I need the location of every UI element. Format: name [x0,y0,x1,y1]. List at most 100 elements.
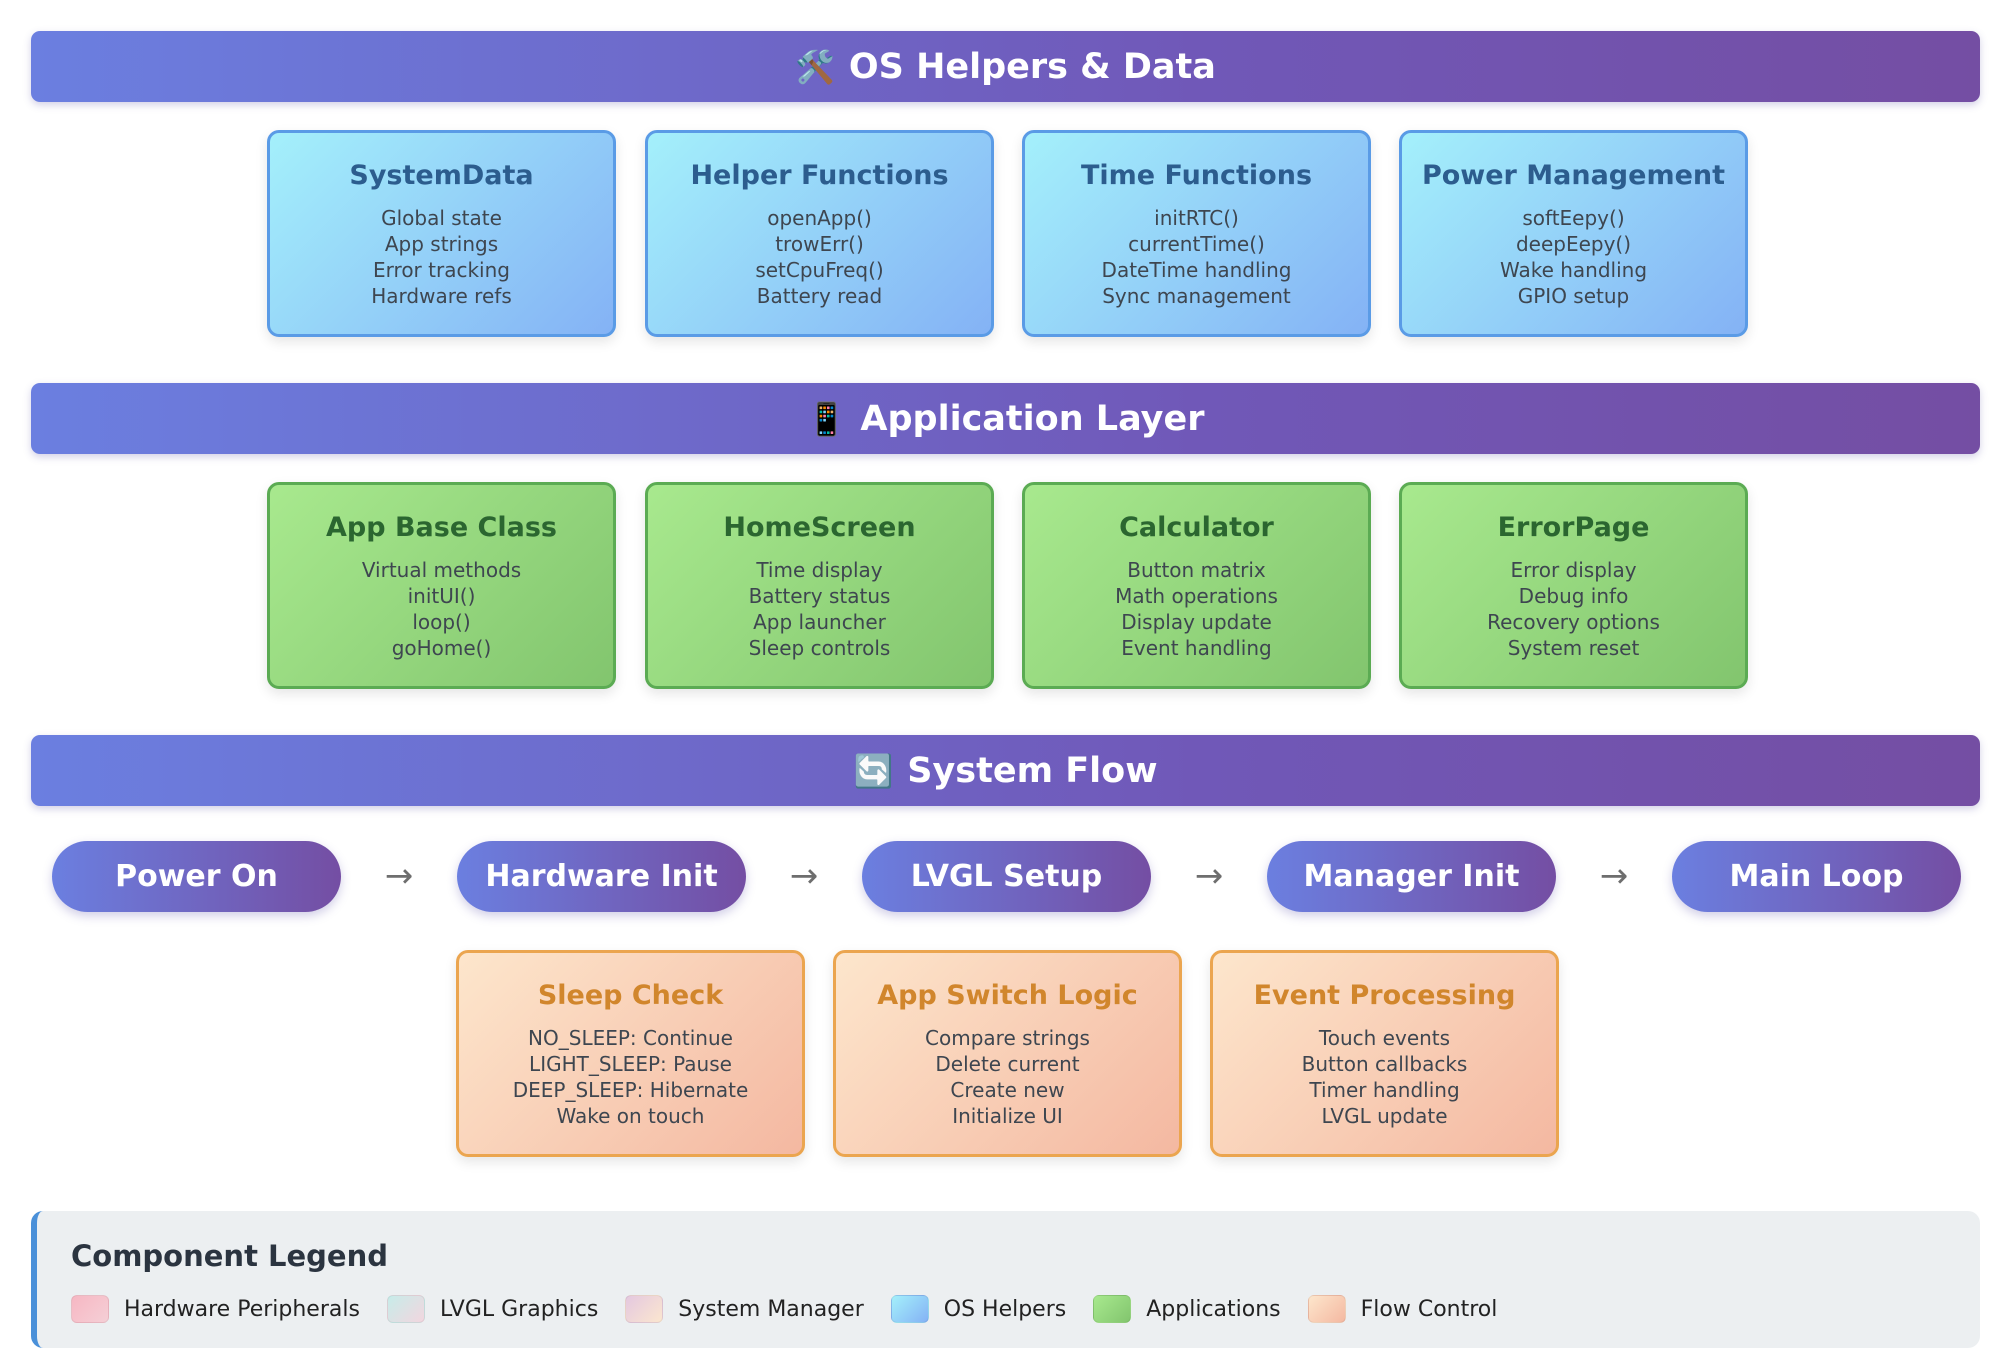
card-line: setCpuFreq() [755,258,884,282]
card-line: loop() [412,610,471,634]
card-line: App strings [384,232,499,256]
card-line: openApp() [767,206,872,230]
legend-swatch [71,1295,109,1323]
card-line: initRTC() [1154,206,1239,230]
card-line: Button matrix [1127,558,1266,582]
card-title: Calculator [1119,512,1274,543]
card-title: Time Functions [1080,160,1313,191]
card-line: Error tracking [373,258,510,282]
section-header-system-flow: 🔄 System Flow [31,735,1980,806]
card-line: Sync management [1102,284,1291,308]
card-title: Sleep Check [537,980,724,1011]
card-line: Wake handling [1499,258,1648,282]
card-line: Sleep controls [748,636,891,660]
section-title: Application Layer [860,398,1205,439]
card-line: goHome() [391,636,492,660]
flow-step-power-on: Power On [52,841,341,912]
card-line: Event handling [1121,636,1272,660]
section-title: OS Helpers & Data [848,46,1216,87]
card-line: NO_SLEEP: Continue [528,1026,733,1050]
legend-label: System Manager [678,1296,864,1322]
card-line: GPIO setup [1517,284,1630,308]
card-line: Math operations [1115,584,1278,608]
legend-swatch [1307,1295,1346,1323]
legend-title: Component Legend [71,1239,389,1273]
legend-swatch [890,1295,929,1323]
card-errorpage: ErrorPage Error display Debug info Recov… [1399,482,1748,689]
card-app-base-class: App Base Class Virtual methods initUI() … [267,482,616,689]
flow-step-lvgl-setup: LVGL Setup [862,841,1151,912]
card-line: Delete current [935,1052,1080,1076]
card-line: Recovery options [1487,610,1660,634]
flow-step-manager-init: Manager Init [1267,841,1556,912]
card-line: initUI() [407,584,476,608]
card-line: trowErr() [775,232,864,256]
card-title: Power Management [1421,160,1726,191]
card-title: Event Processing [1253,980,1516,1011]
card-line: LVGL update [1321,1104,1448,1128]
card-line: softEepy() [1522,206,1625,230]
section-title: System Flow [907,750,1158,791]
card-system-data: SystemData Global state App strings Erro… [267,130,616,337]
legend-item-flow-control: Flow Control [1307,1295,1498,1323]
card-line: currentTime() [1128,232,1265,256]
right-arrow-icon: → [789,856,819,896]
card-line: deepEepy() [1515,232,1632,256]
card-title: ErrorPage [1497,512,1650,543]
legend-label: OS Helpers [943,1296,1067,1322]
legend-swatch [386,1295,425,1323]
card-helper-functions: Helper Functions openApp() trowErr() set… [645,130,994,337]
cycle-arrows-icon: 🔄 [853,751,894,790]
card-homescreen: HomeScreen Time display Battery status A… [645,482,994,689]
legend-swatch [1093,1295,1132,1323]
card-calculator: Calculator Button matrix Math operations… [1022,482,1371,689]
right-arrow-icon: → [1194,856,1224,896]
card-line: Hardware refs [371,284,512,308]
legend-item-hardware-peripherals: Hardware Peripherals [71,1295,360,1323]
legend-label: Applications [1146,1296,1281,1322]
card-line: Create new [950,1078,1065,1102]
card-line: Global state [381,206,502,230]
legend-items: Hardware Peripherals LVGL Graphics Syste… [71,1295,1524,1323]
section-header-os-helpers: 🛠️ OS Helpers & Data [31,31,1980,102]
card-title: Helper Functions [690,160,949,191]
card-line: Virtual methods [361,558,522,582]
card-line: DEEP_SLEEP: Hibernate [512,1078,749,1102]
card-power-management: Power Management softEepy() deepEepy() W… [1399,130,1748,337]
mobile-phone-icon: 📱 [806,399,847,438]
card-title: App Base Class [326,512,557,543]
tools-icon: 🛠️ [795,47,835,86]
card-line: Time display [756,558,883,582]
right-arrow-icon: → [1599,856,1629,896]
legend-label: LVGL Graphics [439,1296,599,1322]
legend-item-os-helpers: OS Helpers [890,1295,1067,1323]
card-line: App launcher [753,610,886,634]
card-line: Button callbacks [1301,1052,1468,1076]
card-title: SystemData [349,160,534,191]
card-line: Wake on touch [556,1104,705,1128]
card-time-functions: Time Functions initRTC() currentTime() D… [1022,130,1371,337]
right-arrow-icon: → [384,856,414,896]
legend-label: Hardware Peripherals [124,1296,360,1322]
card-line: Display update [1121,610,1272,634]
card-line: System reset [1507,636,1640,660]
card-line: Battery status [748,584,891,608]
legend-label: Flow Control [1360,1296,1498,1322]
card-line: Timer handling [1309,1078,1460,1102]
section-header-application-layer: 📱 Application Layer [31,383,1980,454]
card-sleep-check: Sleep Check NO_SLEEP: Continue LIGHT_SLE… [456,950,805,1157]
card-line: Touch events [1318,1026,1451,1050]
card-app-switch-logic: App Switch Logic Compare strings Delete … [833,950,1182,1157]
flow-step-main-loop: Main Loop [1672,841,1961,912]
card-line: Compare strings [925,1026,1090,1050]
card-title: App Switch Logic [877,980,1138,1011]
legend-swatch [625,1295,664,1323]
card-title: HomeScreen [723,512,916,543]
card-event-processing: Event Processing Touch events Button cal… [1210,950,1559,1157]
legend-item-applications: Applications [1093,1295,1281,1323]
card-line: Battery read [756,284,883,308]
card-line: LIGHT_SLEEP: Pause [529,1052,732,1076]
flow-step-hardware-init: Hardware Init [457,841,746,912]
card-line: Error display [1510,558,1637,582]
card-line: Initialize UI [952,1104,1063,1128]
